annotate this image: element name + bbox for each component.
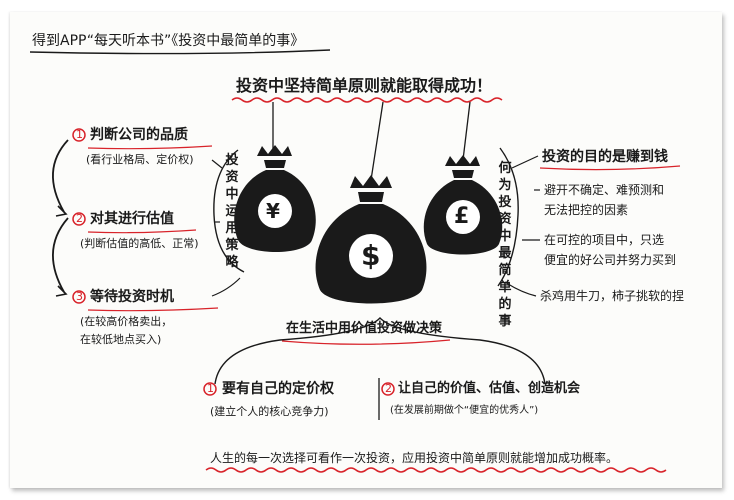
heading-red-underline [231,97,503,103]
dollar-money-bag-icon [315,175,427,304]
right-item-1-line-2: 无法把控的因素 [544,203,629,217]
right-item-2-line-1: 在可控的项目中，只选 [544,233,665,247]
item-3-line-2: 在较低地点买入) [80,333,162,346]
item-2-number: 2 [76,212,83,225]
arrow-1-to-2 [52,139,69,213]
pound-money-bag-icon [423,155,503,255]
yen-symbol: ¥ [266,199,280,223]
right-vertical-label: 何为投资中最简单的事 [498,161,512,329]
bottom-item-2-number: 2 [385,382,392,395]
bottom-item-1-title: 要有自己的定价权 [222,381,334,397]
dollar-symbol: $ [361,239,381,272]
item-3-line-1: (在较高价格卖出， [80,315,173,328]
number-circle-2 [72,212,86,226]
item-2-title: 对其进行估值 [90,211,174,227]
left-brace [213,149,245,273]
bottom-number-circle-1 [203,382,217,396]
string-right [462,101,471,161]
bottom-item-1-line-1: (建立个人的核心竞争力) [210,405,329,418]
right-heading: 投资的目的是赚到钱 [542,149,668,165]
yen-money-bag-icon [234,145,316,252]
bottom-item-2-title: 让自己的价值、估值、创造机会 [398,381,581,396]
right-item-2-line-2: 便宜的好公司并努力买到 [544,253,677,267]
footer-red-underline [205,467,667,473]
main-heading: 投资中坚持简单原则就能取得成功！ [236,76,493,95]
item-3-number: 3 [76,290,83,303]
bottom-brace [214,316,546,385]
item-1-line-1: (看行业格局、定价权) [86,153,194,166]
item-3-title: 等待投资时机 [90,289,174,305]
bottom-item-2-line-1: (在发展前期做个“便宜的优秀人”) [390,405,539,416]
right-brace [497,147,519,287]
number-circle-1 [72,128,86,142]
right-item-1-line-1: 避开不确定、难预测和 [544,183,665,197]
title-underline [29,49,331,55]
string-center [370,101,384,181]
item-1-number: 1 [76,128,83,141]
number-circle-3 [72,290,86,304]
arrow-2-to-3 [52,217,69,293]
left-vertical-label: 投资中运用策略 [225,153,239,270]
bottom-number-circle-2 [381,382,395,396]
item-2-line-1: (判断估值的高低、正常) [80,237,199,250]
bottom-heading: 在生活中用价值投资做决策 [286,321,443,336]
pound-symbol: £ [454,204,470,229]
item-1-title: 判断公司的品质 [90,127,188,143]
source-title: 得到APP“每天听本书”《投资中最简单的事》 [32,33,305,49]
footer-text: 人生的每一次选择可看作一次投资，应用投资中简单原则就能增加成功概率。 [210,451,619,465]
right-item-3-line-1: 杀鸡用牛刀，柿子挑软的捏 [540,289,685,303]
bottom-item-1-number: 1 [207,382,214,395]
